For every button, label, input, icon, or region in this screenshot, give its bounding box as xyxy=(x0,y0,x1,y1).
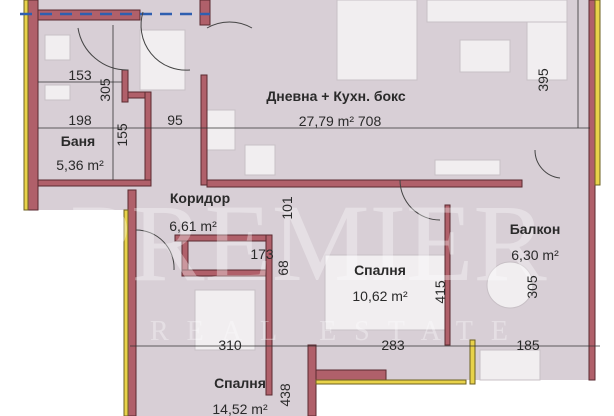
room-area-bedroom-2: 14,52 m² xyxy=(212,401,268,416)
room-name-balcony: Балкон xyxy=(510,221,561,237)
room-area-bath: 5,36 m² xyxy=(56,157,104,173)
dim-68: 68 xyxy=(275,260,291,276)
room-area-living: 27,79 m² 708 xyxy=(299,113,382,129)
dimension-lines xyxy=(38,0,600,347)
outside-area xyxy=(470,380,614,416)
dim-95: 95 xyxy=(167,112,183,128)
door-swings xyxy=(77,11,561,271)
dim-438: 438 xyxy=(277,383,293,407)
room-area-bedroom-1: 10,62 m² xyxy=(352,288,408,304)
walls xyxy=(27,0,596,416)
room-name-bedroom-2: Спалня xyxy=(214,375,266,391)
dim-310: 310 xyxy=(218,337,242,353)
room-area-corridor: 6,61 m² xyxy=(169,218,217,234)
room-area-balcony: 6,30 m² xyxy=(511,247,559,263)
room-name-living: Дневна + Кухн. бокс xyxy=(266,88,406,104)
dim-173: 173 xyxy=(250,246,274,262)
dim-415: 415 xyxy=(432,280,448,304)
room-name-bedroom-1: Спалня xyxy=(354,262,406,278)
dim-155: 155 xyxy=(114,123,130,147)
dim-101: 101 xyxy=(279,196,295,220)
dim-305-balcony: 305 xyxy=(524,275,540,299)
dim-283: 283 xyxy=(381,337,405,353)
room-name-bath: Баня xyxy=(61,133,95,149)
watermark-brand: PREMIER xyxy=(70,182,547,304)
insulation xyxy=(23,0,601,416)
dim-395: 395 xyxy=(535,68,551,92)
watermark-tagline: REAL ESTATE xyxy=(150,316,526,347)
dim-305-bath: 305 xyxy=(97,78,113,102)
dim-198: 198 xyxy=(68,112,92,128)
dim-185: 185 xyxy=(516,337,540,353)
room-name-corridor: Коридор xyxy=(170,190,230,206)
furniture xyxy=(44,0,568,381)
dim-153: 153 xyxy=(68,67,92,83)
